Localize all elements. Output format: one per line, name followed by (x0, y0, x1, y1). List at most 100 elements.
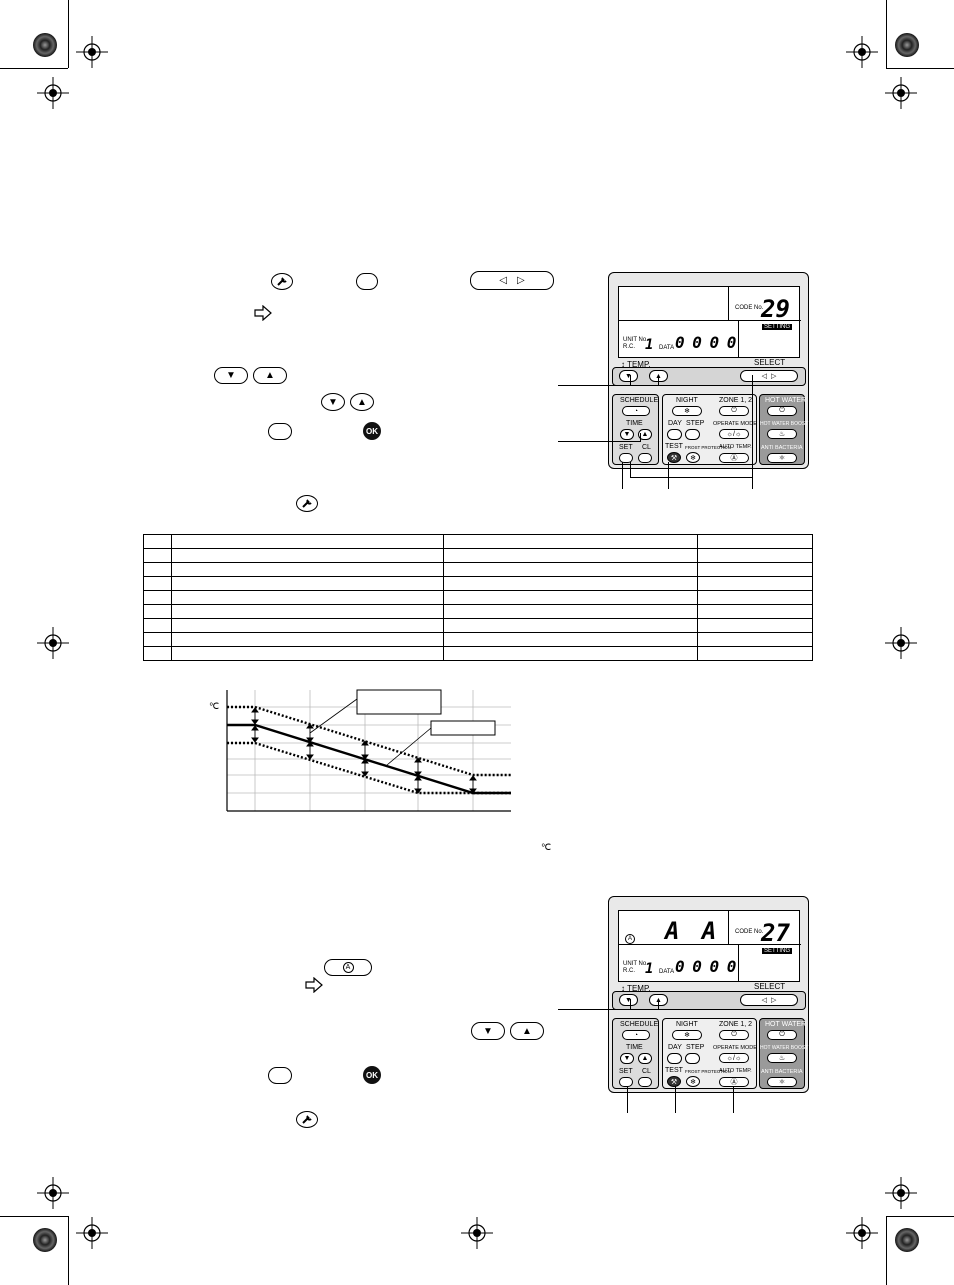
schedule-button[interactable]: ◔ (622, 1030, 650, 1040)
arrow-right-icon (305, 977, 323, 993)
day-label: DAY (668, 420, 682, 427)
temp-label: ↕ TEMP. (621, 984, 651, 993)
time-down-button[interactable]: ▼ (620, 1053, 634, 1064)
table-row (143, 632, 813, 647)
temp-down-button-icon: ▼ (214, 367, 248, 384)
arrow-down-icon: ▼ (483, 1025, 493, 1037)
zone-button[interactable]: ⏻ (719, 406, 749, 416)
schedule-label: SCHEDULE (620, 397, 659, 404)
set-button-icon (268, 423, 292, 440)
time-up-button[interactable]: ▲ (638, 1053, 652, 1064)
set-button[interactable] (619, 1077, 633, 1087)
ok-icon: OK (363, 422, 381, 440)
time-label: TIME (626, 1044, 643, 1051)
zone-button[interactable]: ⏻ (719, 1030, 749, 1040)
day-button[interactable] (667, 429, 682, 440)
hot-water-label: HOT WATER (765, 397, 807, 404)
lcd-unit-value: 1 (645, 961, 654, 977)
night-label: NIGHT (676, 397, 698, 404)
cl-button[interactable] (638, 1077, 652, 1087)
code-no-label: CODE No. (735, 305, 764, 311)
time-down-button[interactable]: ▼ (620, 429, 634, 440)
temp-down-button[interactable]: ▼ (619, 994, 638, 1006)
time-down-button-icon: ▼ (321, 393, 345, 411)
select-button-icon: ◁ ▷ (470, 271, 554, 290)
auto-temp-label: AUTO TEMP. (719, 1068, 752, 1074)
night-label: NIGHT (676, 1021, 698, 1028)
ok-icon: OK (363, 1066, 381, 1084)
day-button[interactable] (667, 1053, 682, 1064)
table-row (143, 576, 813, 591)
lcd-mode-value: A A (665, 917, 721, 945)
wrench-button-icon (271, 273, 293, 290)
arrow-down-icon: ▼ (226, 370, 236, 381)
auto-mode-icon: A (625, 934, 635, 944)
anti-bacteria-button[interactable]: ⚛ (767, 453, 797, 463)
arrow-right-icon (254, 305, 272, 321)
cl-label: CL (642, 444, 651, 451)
arrow-up-icon: ▲ (265, 370, 275, 381)
auto-icon: A (342, 962, 354, 973)
schedule-button[interactable]: ◔ (622, 406, 650, 416)
table-row (143, 590, 813, 605)
test-button[interactable]: ⚒ (667, 1076, 681, 1087)
zone-label: ZONE 1, 2 (719, 1021, 753, 1028)
hot-water-button[interactable]: ⏻ (767, 406, 797, 416)
remote-controller-top: CODE No. 29 SETTING UNIT No. R.C. 1 DATA… (608, 272, 809, 469)
operate-mode-label: OPERATE MODE (713, 1045, 757, 1051)
time-up-button-icon: ▲ (350, 393, 374, 411)
setting-label: SETTING (762, 948, 793, 954)
select-button[interactable]: ◁ ▷ (740, 994, 798, 1006)
hot-water-boost-button[interactable]: ♨ (767, 429, 797, 439)
step-button[interactable] (685, 1053, 700, 1064)
remote-controller-bottom: A A A CODE No. 27 SETTING UNIT No. R.C. … (608, 896, 809, 1093)
set-label: SET (619, 1068, 633, 1075)
zone-label: ZONE 1, 2 (719, 397, 753, 404)
select-button[interactable]: ◁ ▷ (740, 370, 798, 382)
color-target-icon (895, 33, 919, 57)
temp-up-button-icon: ▲ (510, 1022, 544, 1040)
temp-down-button-icon: ▼ (471, 1022, 505, 1040)
settings-table (143, 534, 813, 661)
test-button[interactable]: ⚒ (667, 452, 681, 463)
auto-temp-button[interactable]: Ⓐ (719, 453, 749, 463)
operate-mode-button[interactable]: ☼/☼ (719, 429, 749, 439)
set-button[interactable] (619, 453, 633, 463)
lcd-temp-value: 29 (761, 295, 790, 323)
triangle-right-icon: ▷ (517, 275, 525, 286)
rc-label: R.C. (623, 344, 635, 350)
operate-mode-button[interactable]: ☼/☼ (719, 1053, 749, 1063)
hot-water-boost-button[interactable]: ♨ (767, 1053, 797, 1063)
table-row (143, 618, 813, 633)
test-label: TEST (665, 1067, 683, 1074)
data-label: DATA (659, 345, 675, 351)
cl-button[interactable] (638, 453, 652, 463)
night-button[interactable]: ❄ (672, 406, 702, 416)
test-label: TEST (665, 443, 683, 450)
schedule-label: SCHEDULE (620, 1021, 659, 1028)
lcd-display: A A A CODE No. 27 SETTING UNIT No. R.C. … (618, 910, 801, 982)
chart-unit-label: ℃ (209, 701, 219, 711)
step-button[interactable] (685, 429, 700, 440)
night-button[interactable]: ❄ (672, 1030, 702, 1040)
frost-protection-button[interactable]: ❄ (686, 1076, 700, 1087)
anti-bacteria-button[interactable]: ⚛ (767, 1077, 797, 1087)
lcd-display: CODE No. 29 SETTING UNIT No. R.C. 1 DATA… (618, 286, 801, 358)
anti-bacteria-label: ANTI BACTERIA (761, 1069, 803, 1075)
unit-no-label: UNIT No. (623, 337, 648, 343)
set-button-icon (268, 1067, 292, 1084)
color-target-icon (33, 33, 57, 57)
table-row (143, 548, 813, 563)
table-row (143, 562, 813, 577)
step-label: STEP (686, 420, 705, 427)
lcd-unit-value: 1 (645, 337, 654, 353)
hot-water-label: HOT WATER (765, 1021, 807, 1028)
hot-water-button[interactable]: ⏻ (767, 1030, 797, 1040)
time-up-button[interactable]: ▲ (638, 429, 652, 440)
wrench-button-icon (296, 495, 318, 512)
cl-label: CL (642, 1068, 651, 1075)
temp-down-button[interactable]: ▼ (619, 370, 638, 382)
temp-up-button-icon: ▲ (253, 367, 287, 384)
color-target-icon (33, 1228, 57, 1252)
frost-protection-button[interactable]: ❄ (686, 452, 700, 463)
